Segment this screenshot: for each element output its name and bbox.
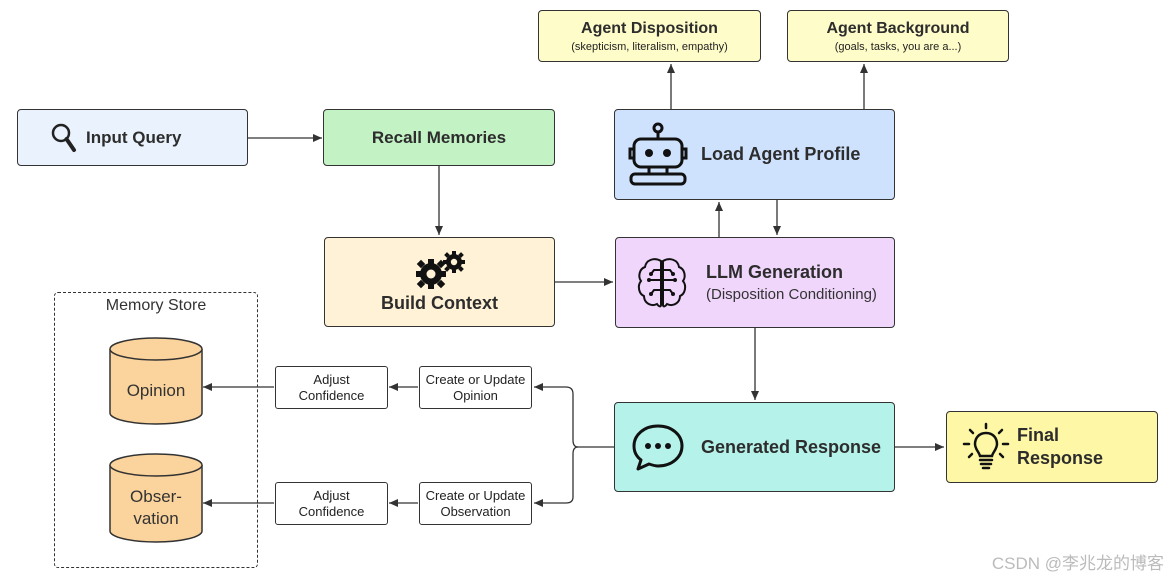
agent-background-title: Agent Background: [826, 20, 970, 37]
load-agent-profile-box: Load Agent Profile: [614, 109, 895, 200]
branch-to-opinion: [534, 383, 579, 448]
adjust-line2: Confidence: [298, 387, 365, 403]
chat-bubble-icon: [632, 424, 684, 471]
generated-response-box: Generated Response: [614, 402, 895, 492]
memory-store-title: Memory Store: [105, 297, 207, 314]
llm-generation-title: LLM Generation: [706, 262, 844, 282]
recall-memories-label: Recall Memories: [371, 127, 507, 147]
update-line1: Create or Update: [425, 487, 526, 503]
update-line2: Opinion: [453, 387, 498, 403]
agent-background-box: Agent Background (goals, tasks, you are …: [787, 10, 1009, 62]
observation-label-line1: Obser-: [130, 487, 182, 506]
build-context-box: Build Context: [324, 237, 555, 327]
observation-label-line2: vation: [133, 509, 179, 528]
create-update-opinion-box: Create or Update Opinion: [419, 366, 532, 409]
adjust-confidence-observation-box: Adjust Confidence: [275, 482, 388, 525]
adjust-confidence-opinion-box: Adjust Confidence: [275, 366, 388, 409]
build-context-label: Build Context: [381, 293, 498, 313]
generated-response-label: Generated Response: [701, 436, 882, 457]
input-query-label: Input Query: [86, 127, 182, 147]
final-response-line2: Response: [1017, 448, 1104, 468]
robot-icon: [628, 122, 688, 185]
adjust-line1: Adjust: [313, 487, 350, 503]
gears-icon: [415, 251, 465, 289]
observation-label: Obser- vation: [108, 486, 204, 530]
input-query-box: Input Query: [17, 109, 248, 166]
observation-database: [109, 453, 203, 543]
watermark: CSDN @李兆龙的博客: [991, 554, 1164, 573]
final-response-box: Final Response: [946, 411, 1158, 483]
agent-disposition-sub: (skepticism, literalism, empathy): [571, 41, 728, 53]
adjust-line2: Confidence: [298, 503, 365, 519]
final-response-line1: Final: [1017, 425, 1060, 445]
update-line2: Observation: [440, 503, 511, 519]
lightbulb-icon: [962, 422, 1010, 470]
recall-memories-box: Recall Memories: [323, 109, 555, 166]
agent-disposition-title: Agent Disposition: [581, 20, 718, 37]
adjust-line1: Adjust: [313, 371, 350, 387]
branch-to-observation: [534, 446, 579, 507]
load-agent-profile-label: Load Agent Profile: [701, 144, 861, 164]
memory-store-container: Memory Store: [54, 292, 258, 568]
update-line1: Create or Update: [425, 371, 526, 387]
opinion-label: Opinion: [126, 381, 186, 400]
search-icon: [51, 123, 76, 152]
opinion-database: [109, 337, 203, 425]
agent-background-sub: (goals, tasks, you are a...): [834, 41, 962, 53]
llm-generation-box: LLM Generation (Disposition Conditioning…: [615, 237, 895, 328]
llm-generation-sub: (Disposition Conditioning): [706, 286, 877, 303]
create-update-observation-box: Create or Update Observation: [419, 482, 532, 525]
agent-disposition-box: Agent Disposition (skepticism, literalis…: [538, 10, 761, 62]
brain-icon: [637, 257, 687, 307]
